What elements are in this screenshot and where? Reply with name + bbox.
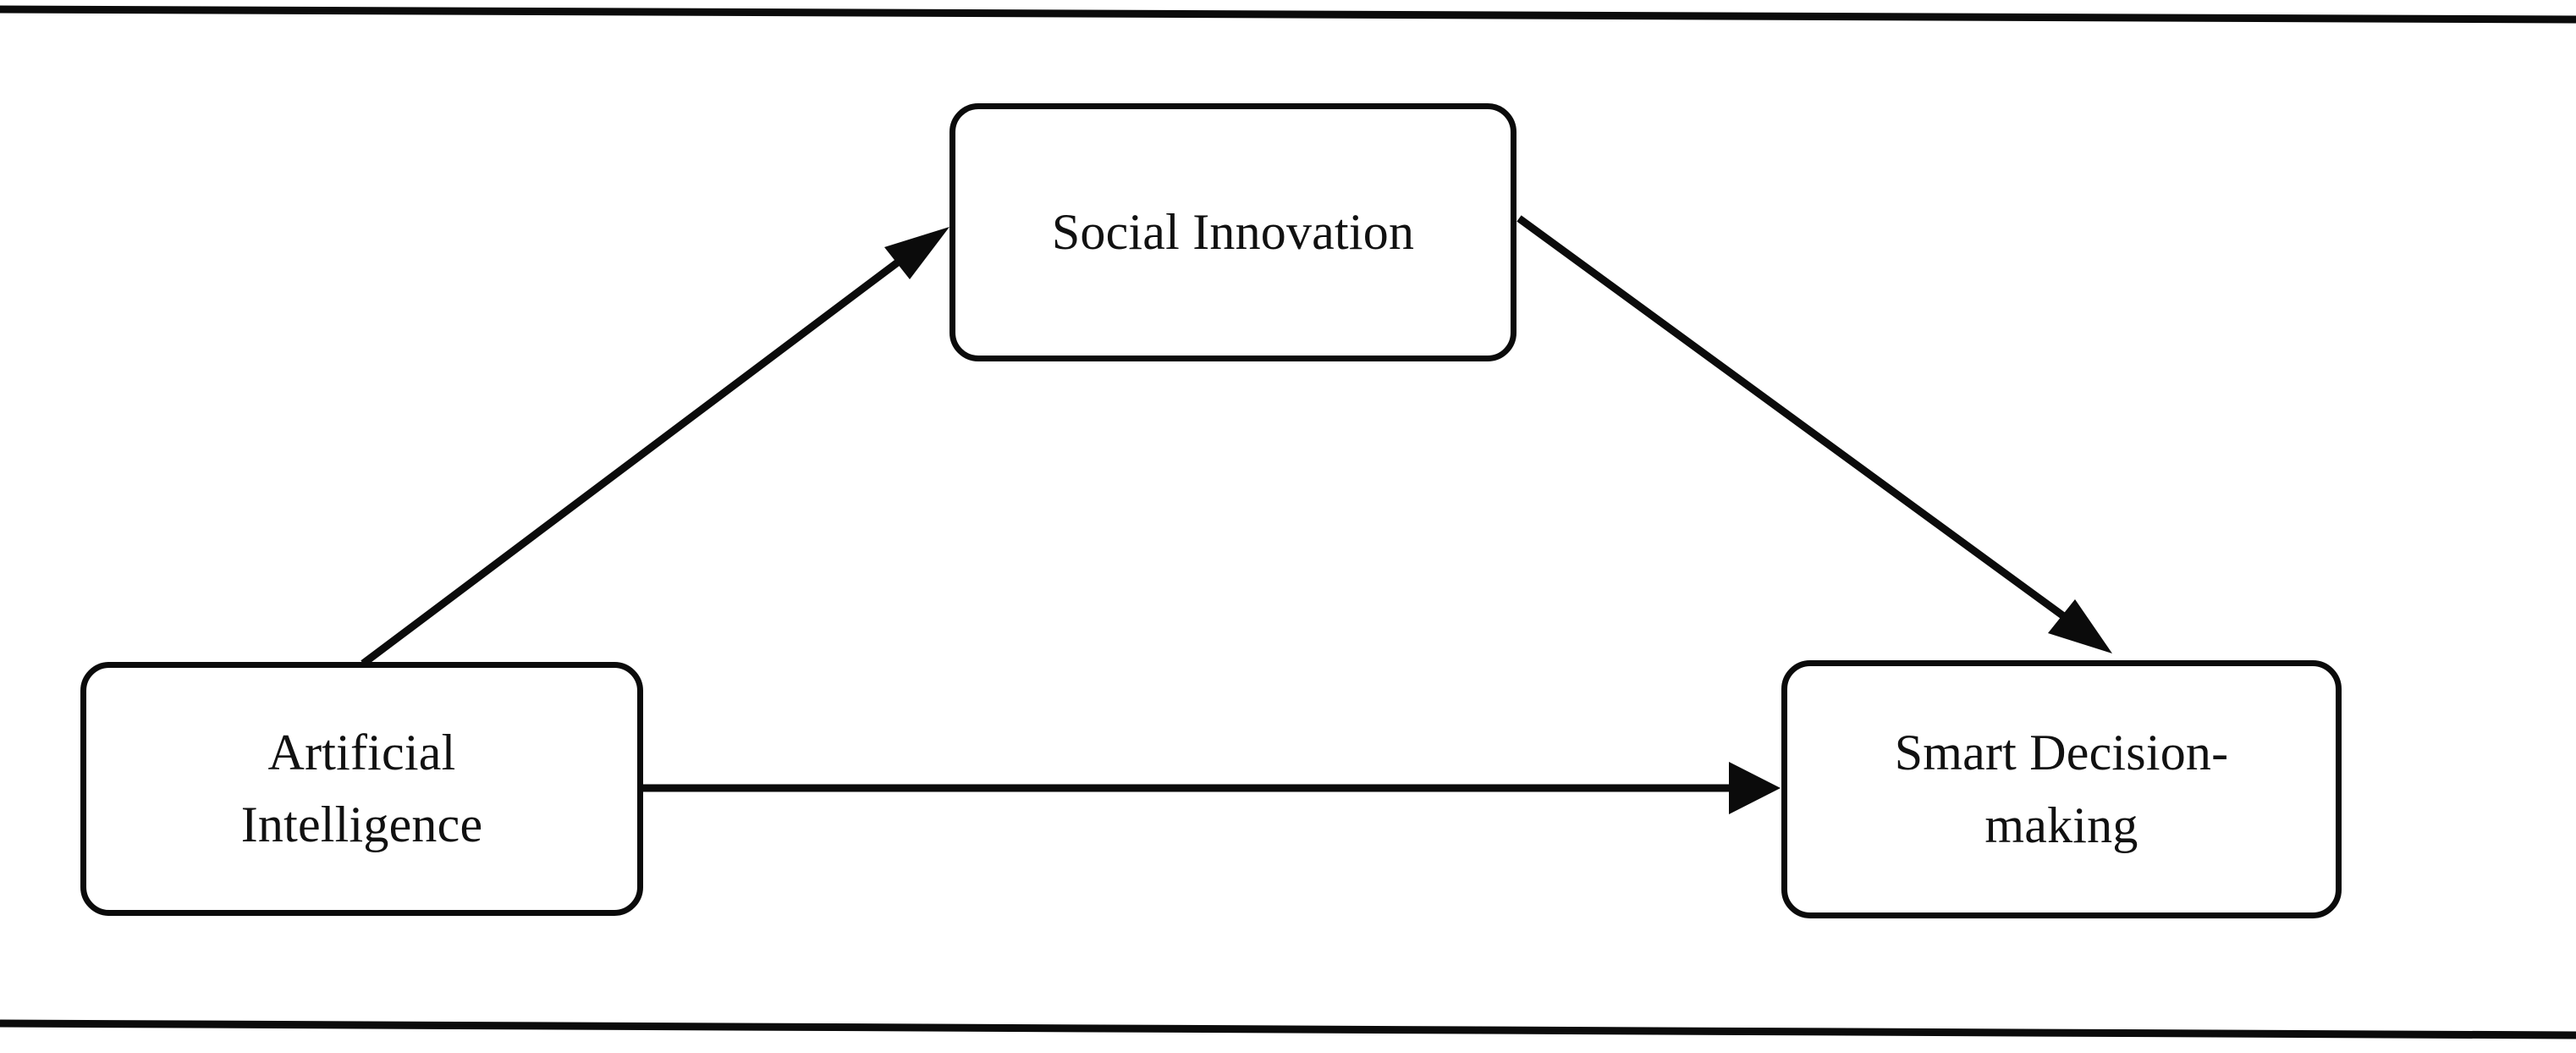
- edge-line: [1516, 215, 2080, 630]
- node-artificial-intelligence: Artificial Intelligence: [80, 662, 643, 916]
- edge-line: [361, 245, 918, 667]
- edge-social-innovation-to-smart-decision-making: [1516, 215, 2112, 653]
- node-social-innovation-label: Social Innovation: [1051, 203, 1415, 260]
- node-smart-decision-making-label: Smart Decision- making: [1894, 725, 2229, 853]
- node-social-innovation: Social Innovation: [949, 103, 1516, 361]
- node-artificial-intelligence-label: Artificial Intelligence: [240, 724, 483, 852]
- node-smart-decision-making: Smart Decision- making: [1781, 660, 2342, 918]
- arrowhead-icon: [1729, 762, 1781, 814]
- bottom-rule: [0, 1019, 2576, 1039]
- top-rule: [0, 5, 2576, 24]
- arrowhead-icon: [884, 227, 949, 279]
- edge-ai-to-smart-decision-making: [643, 762, 1781, 814]
- edge-ai-to-social-innovation: [361, 227, 949, 667]
- arrowhead-icon: [2048, 599, 2112, 653]
